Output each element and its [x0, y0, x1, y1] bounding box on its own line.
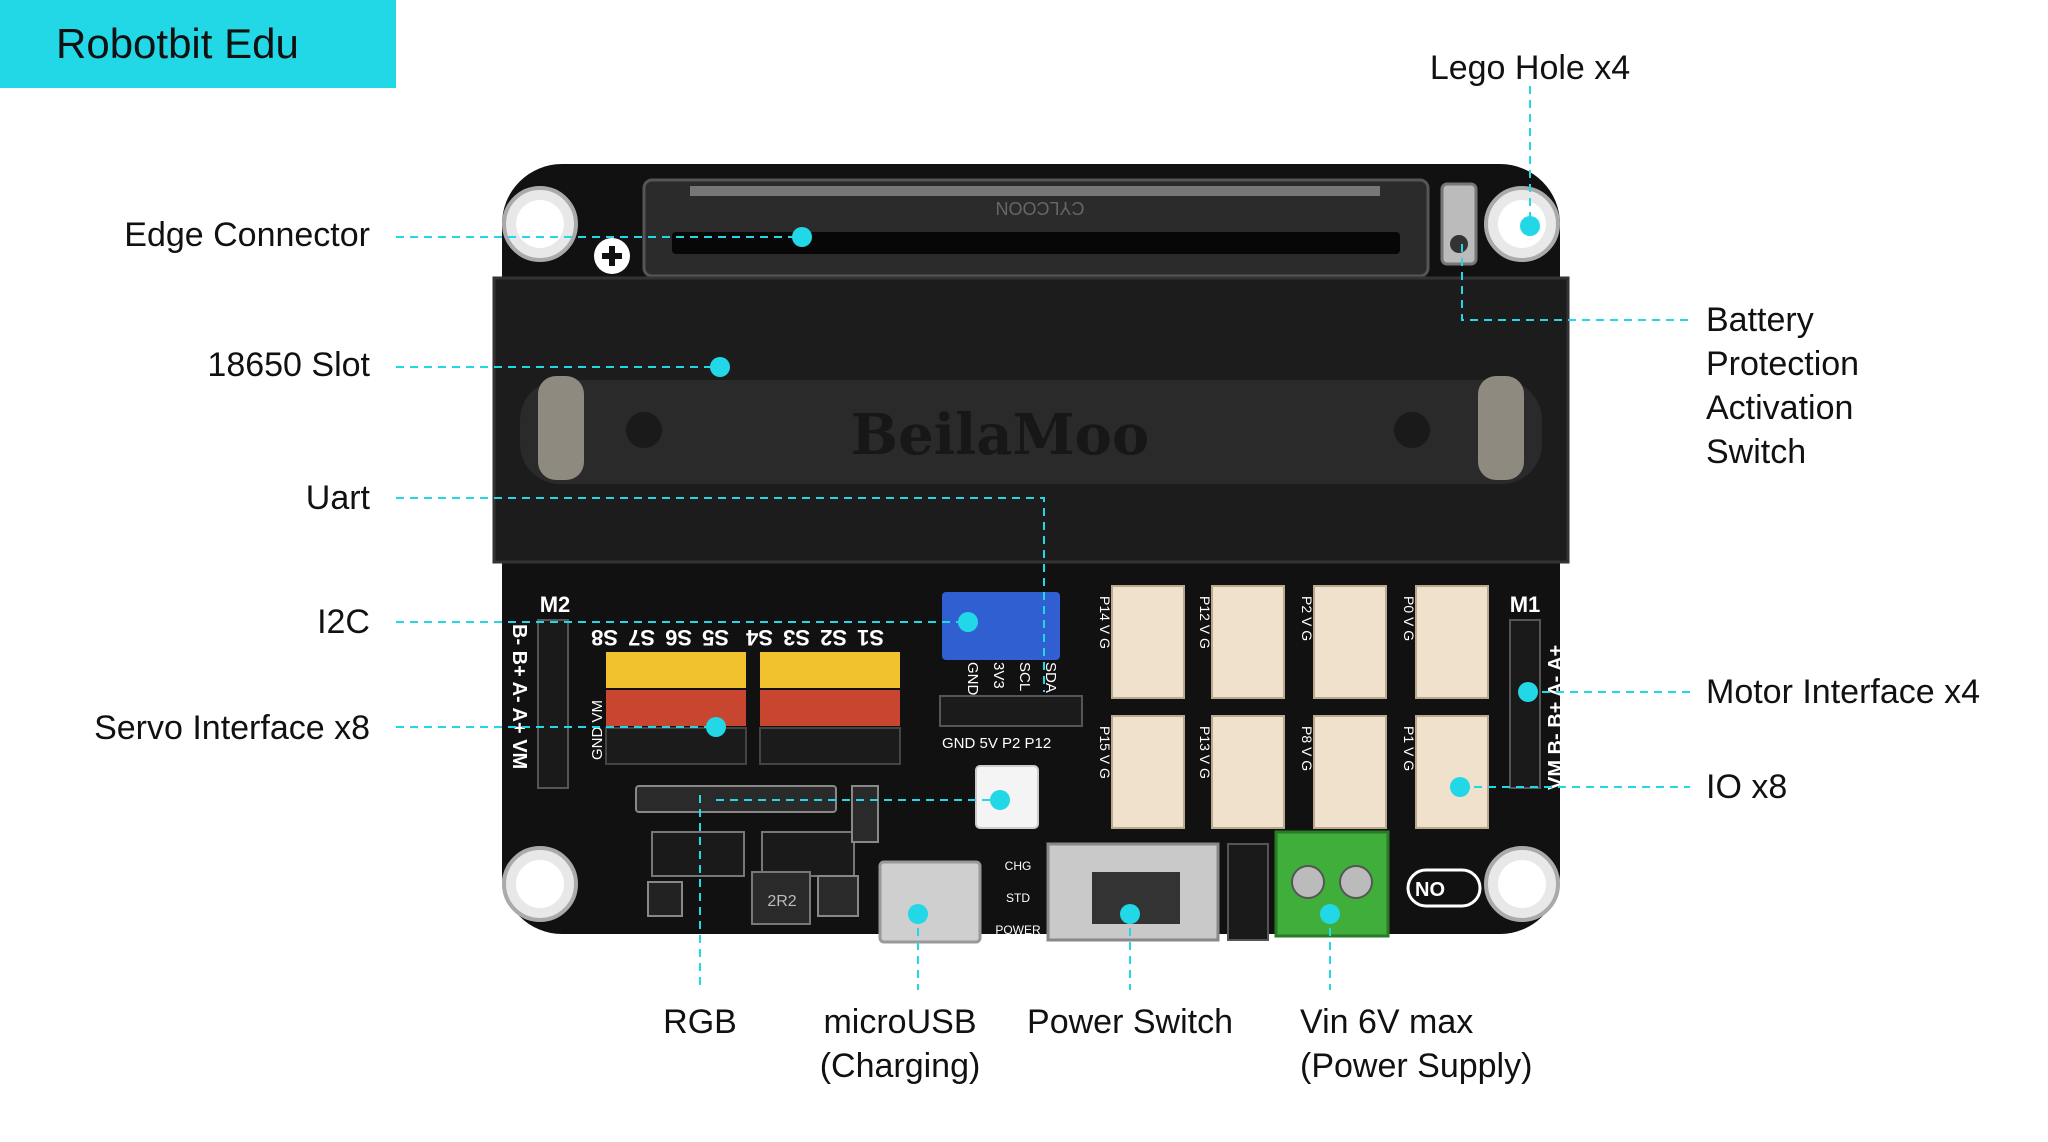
- label-18650-slot: 18650 Slot: [207, 346, 370, 384]
- servo-label: S8: [591, 625, 618, 650]
- label-vin: Vin 6V max (Power Supply): [1300, 1000, 1570, 1088]
- gnd-vm-label: GND VM: [589, 700, 606, 760]
- plus-icon: [594, 238, 630, 274]
- i2c-pin-label: SDA: [1042, 662, 1059, 693]
- label-microusb: microUSB (Charging): [800, 1000, 1000, 1088]
- microusb-port: [878, 860, 982, 944]
- label-rgb: RGB: [663, 1003, 737, 1041]
- components: [635, 785, 879, 925]
- title-banner: Robotbit Edu: [0, 0, 396, 88]
- label-io: IO x8: [1706, 768, 1788, 806]
- label-power-switch: Power Switch: [1027, 1003, 1233, 1041]
- edge-connector: [642, 178, 1430, 278]
- uart-header: [939, 695, 1083, 727]
- no-switch-label: NO: [1415, 879, 1445, 901]
- io-pin-label: P14 V G: [1097, 596, 1113, 649]
- label-edge-connector: Edge Connector: [124, 216, 370, 254]
- m1-label: M1: [1510, 592, 1541, 617]
- io-connectors: [1111, 585, 1489, 829]
- label-microusb-line: (Charging): [819, 1047, 981, 1085]
- battery-holder: [492, 276, 1570, 564]
- edge-logo: CYLCOON: [995, 198, 1084, 218]
- motor-header-m1: [1509, 619, 1541, 789]
- label-vin-line: (Power Supply): [1300, 1047, 1533, 1085]
- servo-label: S7: [628, 625, 655, 650]
- servo-label: S5: [702, 625, 729, 650]
- label-battery-line: Protection: [1706, 345, 1860, 383]
- lego-hole: [502, 186, 578, 262]
- diode: [1227, 843, 1269, 941]
- io-pin-label: P8 V G: [1299, 726, 1315, 771]
- lego-hole: [1484, 846, 1560, 922]
- io-pin-label: P2 V G: [1299, 596, 1315, 641]
- label-servo-interface: Servo Interface x8: [94, 709, 370, 747]
- i2c-pin-label: SCL: [1016, 662, 1033, 691]
- label-lego-hole: Lego Hole x4: [1429, 49, 1631, 87]
- label-uart: Uart: [305, 479, 370, 517]
- label-microusb-line: microUSB: [823, 1003, 977, 1041]
- servo-label: S3: [783, 625, 810, 650]
- inductor-label: 2R2: [767, 893, 796, 910]
- callout-dots: [706, 216, 1540, 924]
- io-pin-label: P12 V G: [1197, 596, 1213, 649]
- brand-mark: BeilaMoo: [851, 402, 1149, 468]
- motor-header-m2: [537, 619, 569, 789]
- led-label: STD: [1006, 891, 1030, 905]
- label-motor-interface: Motor Interface x4: [1706, 673, 1981, 711]
- label-i2c: I2C: [317, 603, 370, 641]
- leader-lines: [396, 86, 1690, 990]
- power-switch: [1046, 842, 1220, 942]
- label-battery-line: Activation: [1706, 389, 1854, 427]
- io-pin-label: P1 V G: [1401, 726, 1417, 771]
- label-battery-line: Switch: [1706, 433, 1807, 471]
- i2c-connector: [942, 592, 1060, 660]
- label-battery-line: Battery: [1706, 301, 1814, 339]
- lego-hole: [502, 846, 578, 922]
- servo-headers: [605, 652, 901, 765]
- servo-label: S1: [857, 625, 884, 650]
- servo-label: S2: [820, 625, 847, 650]
- label-vin-line: Vin 6V max: [1300, 1003, 1474, 1041]
- m2-pin-labels: B- B+ A- A+ VM: [508, 624, 530, 769]
- m1-pin-labels: VM B- B+ A- A+: [1545, 645, 1567, 790]
- uart-pin-labels: GND 5V P2 P12: [942, 735, 1051, 752]
- io-pin-label: P15 V G: [1097, 726, 1113, 779]
- servo-label: S6: [665, 625, 692, 650]
- led-label: CHG: [1005, 859, 1032, 873]
- battery-protection-switch: [1440, 182, 1478, 266]
- no-switch: [1406, 868, 1482, 908]
- m2-label: M2: [540, 592, 571, 617]
- led-label: POWER: [995, 923, 1041, 937]
- i2c-pin-label: GND: [964, 662, 981, 696]
- i2c-pin-label: 3V3: [990, 662, 1007, 689]
- servo-label: S4: [745, 625, 773, 650]
- page-title: Robotbit Edu: [56, 20, 299, 67]
- label-battery-switch: Battery Protection Activation Switch: [1706, 298, 1859, 474]
- io-pin-label: P13 V G: [1197, 726, 1213, 779]
- io-pin-label: P0 V G: [1401, 596, 1417, 641]
